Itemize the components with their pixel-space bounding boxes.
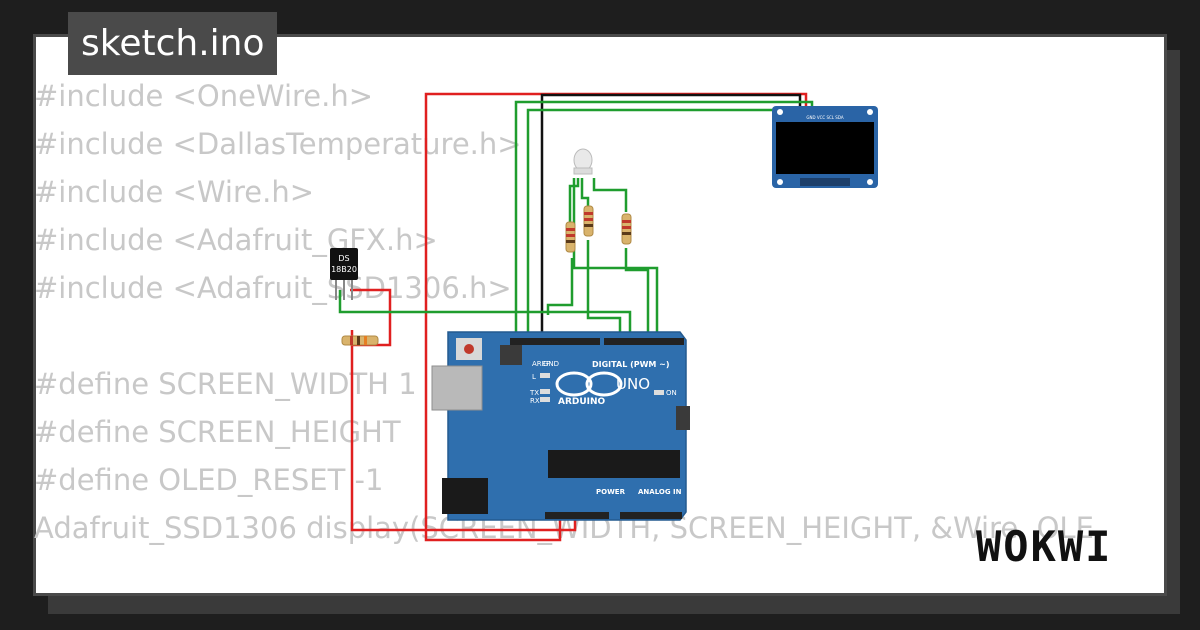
- wire-green: [572, 178, 659, 338]
- digital-label: DIGITAL (PWM ~): [592, 360, 670, 369]
- wires: [338, 92, 818, 542]
- resistor: [621, 213, 632, 245]
- wire-green: [338, 290, 632, 338]
- rx-label: RX: [530, 397, 540, 405]
- wire-green: [514, 100, 814, 338]
- code-line: #define OLED_RESET -1: [34, 463, 384, 497]
- on-label: ON: [666, 389, 677, 397]
- wire-green: [592, 178, 628, 212]
- wire-red: [424, 92, 808, 542]
- wire-green: [526, 108, 818, 338]
- arduino-uno: AREF GND DIGITAL (PWM ~) UNO ARDUINO L T…: [431, 331, 690, 521]
- model-label: UNO: [616, 375, 650, 393]
- wire-green: [624, 248, 650, 338]
- gnd-label: GND: [543, 360, 559, 368]
- wire-green: [580, 178, 590, 210]
- file-tab[interactable]: sketch.ino: [68, 12, 278, 75]
- wire-green: [546, 258, 574, 315]
- wire-green: [568, 178, 580, 225]
- power-label: POWER: [596, 488, 626, 496]
- code-line: #define SCREEN_HEIGHT: [34, 415, 401, 449]
- code-background: #include <OneWire.h> #include <DallasTem…: [34, 72, 1094, 552]
- analog-label: ANALOG IN: [638, 488, 682, 496]
- code-line: #define SCREEN_WIDTH 1: [34, 367, 417, 401]
- code-line: #include <Wire.h>: [34, 175, 315, 209]
- resistor: [583, 205, 594, 237]
- brand-label: ARDUINO: [558, 397, 606, 407]
- aref-label: AREF: [532, 360, 550, 368]
- oled-pin-labels: GND VCC SCL SDA: [806, 115, 843, 120]
- code-line: #include <OneWire.h>: [34, 79, 374, 113]
- resistor: [565, 221, 576, 253]
- code-line: #include <DallasTemperature.h>: [34, 127, 522, 161]
- resistor: [341, 335, 379, 346]
- tx-label: TX: [529, 389, 539, 397]
- sensor-label: DS: [338, 254, 349, 263]
- wokwi-logo: WOKWI: [976, 522, 1113, 571]
- rgb-led: [573, 148, 593, 175]
- temperature-sensor: DS 18B20: [330, 248, 358, 300]
- wire-black: [540, 93, 802, 338]
- wire-red: [350, 345, 577, 532]
- code-line: #include <Adafruit_GFX.h>: [34, 223, 438, 257]
- sensor-label: 18B20: [331, 265, 357, 274]
- wire-green: [586, 240, 622, 338]
- l-label: L: [532, 373, 536, 381]
- oled-display: GND VCC SCL SDA: [772, 106, 878, 188]
